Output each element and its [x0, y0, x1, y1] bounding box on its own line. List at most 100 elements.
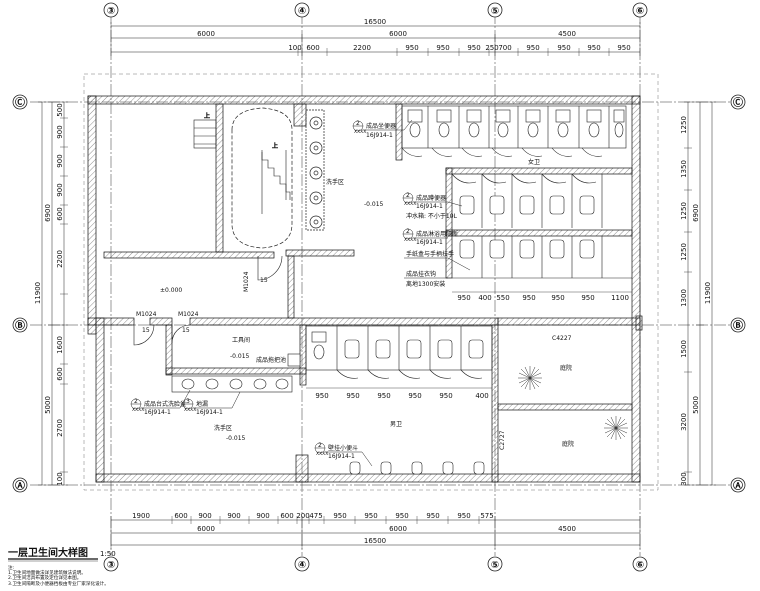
dim-top-detail: 250	[485, 44, 498, 52]
door-tag-2: M1024	[178, 311, 199, 318]
drawing-title-text: 一层卫生间大样图	[8, 546, 88, 559]
upper-basins	[305, 109, 325, 231]
callout-8-ref: 16J914-1	[328, 453, 355, 460]
room-atrium-1: 庭院	[560, 364, 572, 372]
callout-6-sheet: XXXX	[132, 407, 144, 413]
door-tags: M1024 M1024 M1024 C4227 C2727 15 15 15	[136, 271, 572, 450]
dim-inner: 950	[522, 294, 535, 302]
dim-inner: 1100	[611, 294, 629, 302]
callout-2-sheet: XXXX	[404, 201, 416, 207]
room-men: 男卫	[390, 421, 402, 428]
axis-label-6-top: ⑥	[636, 6, 644, 17]
dim-top-detail: 600	[306, 44, 319, 52]
dim-top-detail: 950	[587, 44, 600, 52]
levels: -0.015 ±0.000 -0.015 -0.015	[160, 201, 384, 442]
axis-label-5-top: ⑤	[491, 6, 499, 17]
room-tool: 工具间	[232, 336, 250, 344]
inner-dimension: 950 400 550 950 950 950 1100	[452, 291, 632, 302]
stair: 上 上	[193, 112, 291, 214]
annotation-texts: 2 XXXX 成品坐便器 16J914-1 2 XXXX 成品蹲便器 16J91…	[132, 120, 458, 460]
callout-3-sheet: XXXX	[404, 237, 416, 243]
callout-7-text: 地漏	[196, 400, 208, 408]
room-handwash-upper: 洗手区	[326, 178, 344, 186]
callout-3-text: 成品淋浴用隔断	[416, 230, 458, 238]
building-outline	[83, 73, 659, 491]
dim-left-detail: 600	[56, 367, 64, 380]
room-women: 女卫	[528, 158, 540, 166]
oval-atrium	[231, 107, 293, 249]
dim-bottom-detail: 200	[296, 512, 309, 520]
dim-bottom-detail: 600	[174, 512, 187, 520]
dim-right-detail: 1350	[680, 160, 688, 178]
drawing-scale: 1:50	[100, 550, 116, 558]
dim-bottom-total: 16500	[364, 537, 386, 545]
dim-bottom-detail: 950	[333, 512, 346, 520]
dim-bottom-detail: 1900	[132, 512, 150, 520]
men-cubicles	[305, 325, 493, 389]
callout-3-ref: 16J914-1	[416, 239, 443, 246]
level-4: -0.015	[226, 435, 246, 442]
men-row-dimension: 950 950 950 950 950 400	[315, 392, 488, 400]
women-top-cubicles	[401, 105, 627, 157]
callout-5-note: 离地1300安装	[406, 280, 445, 288]
left-dimension-texts: 11900 6900 5000 500 900 900 900 600 2200…	[34, 103, 64, 485]
dim-top-detail: 2200	[353, 44, 371, 52]
women-middle-cubicles	[451, 173, 632, 279]
dim-top-main: 4500	[558, 30, 576, 38]
callout-8-num: 2	[318, 442, 322, 449]
dim-left-main: 6900	[44, 204, 52, 222]
dim-bottom-detail: 900	[227, 512, 240, 520]
axis-label-a-left: Ⓐ	[15, 479, 25, 492]
svg-text:上: 上	[272, 142, 278, 150]
callout-6-num: 2	[134, 398, 138, 405]
dim-bottom-main: 4500	[558, 525, 576, 533]
axis-label-3-bottom: ③	[107, 560, 115, 571]
dim-left-detail: 2200	[56, 250, 64, 268]
dim-bottom-detail: 475	[309, 512, 322, 520]
dim-top-detail: 950	[436, 44, 449, 52]
dim-bottom-detail: 575	[480, 512, 493, 520]
axis-bubbles	[12, 2, 746, 572]
level-2: ±0.000	[160, 287, 182, 294]
note-line: 1.卫生间地面做法详见建筑做法说明。	[8, 571, 86, 577]
dim-left-detail: 100	[56, 472, 64, 485]
dim-left-detail: 1600	[56, 336, 64, 354]
axis-label-b-right: Ⓑ	[733, 319, 743, 332]
callout-2-num: 2	[406, 192, 410, 199]
dim-right-total: 11900	[704, 282, 712, 304]
door-tag-1: M1024	[136, 311, 157, 318]
dim-top-main: 6000	[197, 30, 215, 38]
dim-men-row: 950	[315, 392, 328, 400]
callout-2-note: 冲水箱: 不小于10L	[406, 212, 458, 220]
dim-inner: 400	[478, 294, 491, 302]
callout-6-ref: 16J914-1	[144, 409, 171, 416]
drawing-notes: 注: 1.卫生间地面做法详见建筑做法说明。 2.卫生间洁具布置及定位详见本图。 …	[8, 566, 158, 587]
dim-top-detail: 950	[405, 44, 418, 52]
dim-bottom-main: 6000	[197, 525, 215, 533]
dim-top-detail: 700	[498, 44, 511, 52]
top-dimension-texts: 16500 6000 6000 4500 100 600 2200 950 95…	[197, 18, 631, 52]
door-tag-3: M1024	[243, 271, 250, 292]
dim-right-detail: 3200	[680, 413, 688, 431]
window-tag-2: C2727	[499, 430, 506, 450]
dim-left-detail: 2700	[56, 419, 64, 437]
dim-left-detail: 900	[56, 183, 64, 196]
callout-2-text: 成品蹲便器	[416, 194, 446, 202]
dim-top-detail: 950	[557, 44, 570, 52]
axis-label-4-top: ④	[298, 6, 306, 17]
note-line: 2.卫生间洁具布置及定位详见本图。	[8, 576, 82, 582]
dim-left-total: 11900	[34, 282, 42, 304]
dim-bottom-detail: 950	[426, 512, 439, 520]
callout-8-sheet: XXXX	[316, 451, 328, 457]
dim-top-detail: 950	[526, 44, 539, 52]
level-3: -0.015	[230, 353, 250, 360]
dim-bottom-detail: 950	[364, 512, 377, 520]
note-line: 3.卫生间隔断及小便器挡板由专业厂家深化设计。	[8, 581, 109, 587]
mop-sink	[287, 353, 301, 367]
dim-men-row: 950	[377, 392, 390, 400]
dim-right-main: 6900	[692, 204, 700, 222]
door-swings	[133, 255, 283, 346]
window-tag-1: C4227	[552, 335, 572, 342]
axis-label-6-bottom: ⑥	[636, 560, 644, 571]
